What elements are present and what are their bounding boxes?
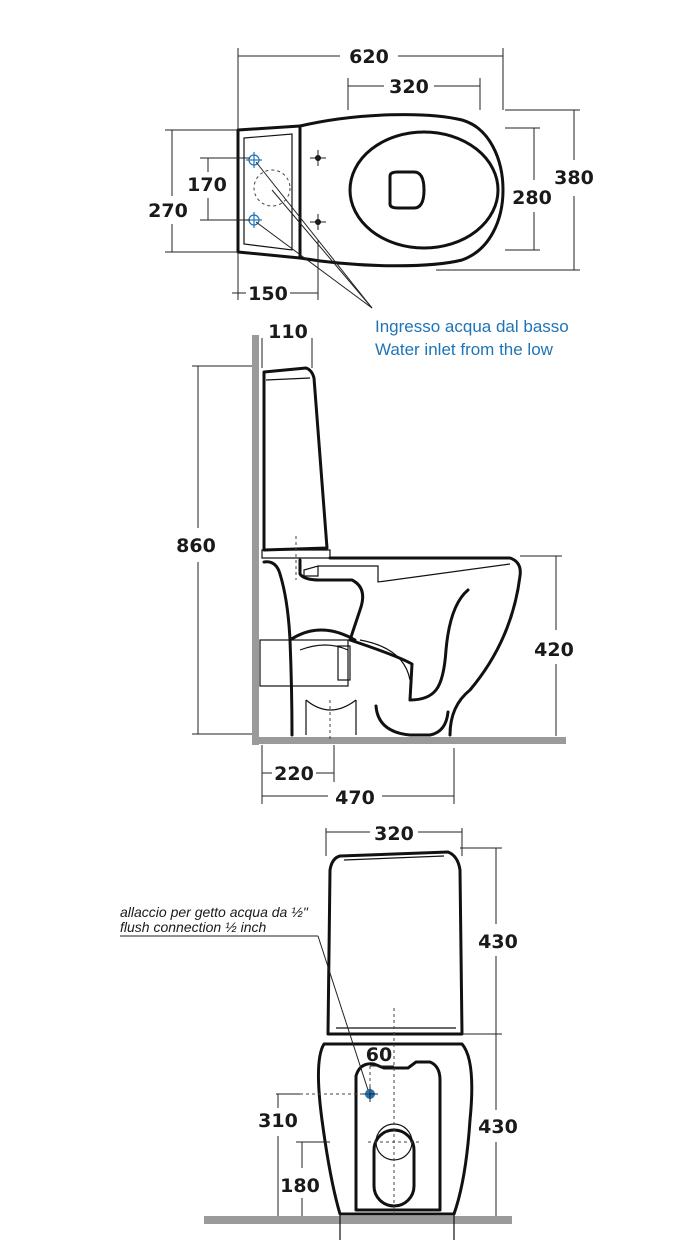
dim-170: 170 [187,174,227,196]
top-tank-outline [236,124,302,260]
rear-tank [326,850,464,1036]
flush-note-en: flush connection ½ inch [120,919,267,935]
dim-420: 420 [534,639,574,661]
rear-inner-cavity [354,1060,442,1212]
side-wall [252,335,259,745]
water-inlet-note-en: Water inlet from the low [375,340,554,359]
dim-470: 470 [335,787,375,809]
top-fixing-hole-upper [310,150,326,166]
top-outlet-dashed [253,169,291,207]
flush-note-it: allaccio per getto acqua da ½" [120,904,309,920]
dim-180: 180 [280,1175,320,1197]
top-view: 620 320 380 280 170 270 15 [148,46,594,309]
side-tank [262,366,329,552]
dim-620: 620 [349,46,389,68]
side-outlet-connector [259,639,349,687]
water-inlet-note-it: Ingresso acqua dal basso [375,317,569,336]
dim-150: 150 [248,283,288,305]
side-view: 110 860 420 220 470 [176,321,574,809]
top-inlet-marker-upper [246,152,262,168]
top-fixing-hole-lower [310,214,326,230]
dim-60: 60 [366,1044,392,1066]
dim-320-top: 320 [389,76,429,98]
dim-270: 270 [148,200,188,222]
dim-380: 380 [554,167,594,189]
side-floor [252,737,566,744]
side-trap [374,704,450,737]
top-tank-inner [243,133,293,251]
dim-860: 860 [176,535,216,557]
top-seat-cover [388,170,426,210]
top-bowl-outline [298,113,505,268]
dim-280: 280 [512,187,552,209]
dim-310: 310 [258,1110,298,1132]
rear-view: 320 430 430 60 310 180 allaccio per gett… [120,823,518,1240]
dim-430-upper: 430 [478,931,518,953]
rear-inlet-marker [300,1066,378,1102]
side-seat [318,563,511,583]
top-seat-opening [348,130,500,250]
rear-floor [204,1216,512,1224]
dim-220: 220 [274,763,314,785]
dim-110: 110 [268,321,308,343]
side-bowl [262,556,522,737]
dim-320-rear: 320 [374,823,414,845]
dim-430-lower: 430 [478,1116,518,1138]
